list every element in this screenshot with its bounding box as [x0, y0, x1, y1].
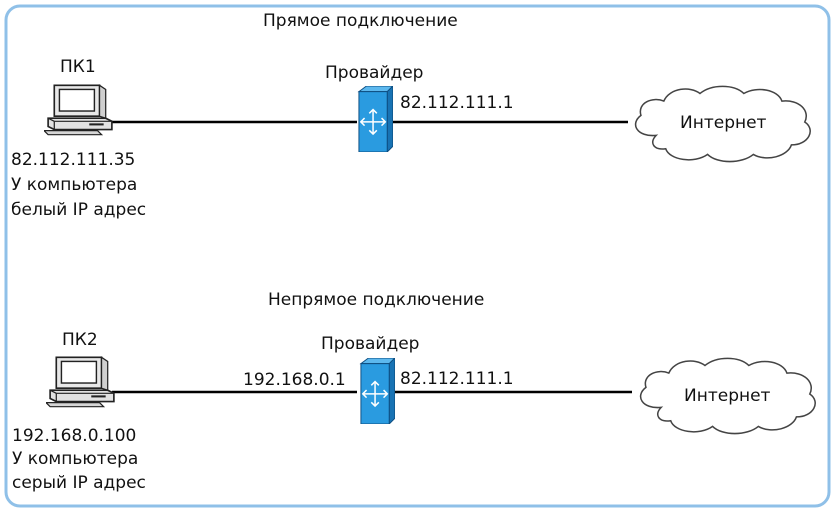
router-icon [360, 358, 395, 424]
pc2-name: ПК2 [62, 330, 98, 350]
diagram-frame [4, 4, 831, 508]
direct-title: Прямое подключение [263, 11, 458, 31]
pc2-note-line2: серый IP адрес [12, 473, 146, 493]
internet-label: Интернет [680, 113, 767, 133]
provider-wan-ip: 82.112.111.1 [400, 369, 514, 389]
pc2-note-line1: У компьютера [12, 449, 139, 469]
provider-lan-ip: 192.168.0.1 [243, 370, 346, 390]
router-icon [358, 86, 393, 152]
pc2-ip: 192.168.0.100 [12, 426, 137, 446]
indirect-title: Непрямое подключение [268, 290, 485, 310]
provider-label: Провайдер [321, 334, 420, 354]
provider-label: Провайдер [325, 63, 424, 83]
provider-wan-ip: 82.112.111.1 [400, 93, 514, 113]
pc1-note-line2: белый IP адрес [11, 200, 147, 220]
pc1-ip: 82.112.111.35 [11, 150, 136, 170]
computer-icon [44, 84, 113, 136]
computer-icon [46, 356, 115, 408]
pc1-note-line1: У компьютера [11, 175, 138, 195]
internet-label: Интернет [684, 386, 771, 406]
pc1-name: ПК1 [60, 57, 96, 77]
